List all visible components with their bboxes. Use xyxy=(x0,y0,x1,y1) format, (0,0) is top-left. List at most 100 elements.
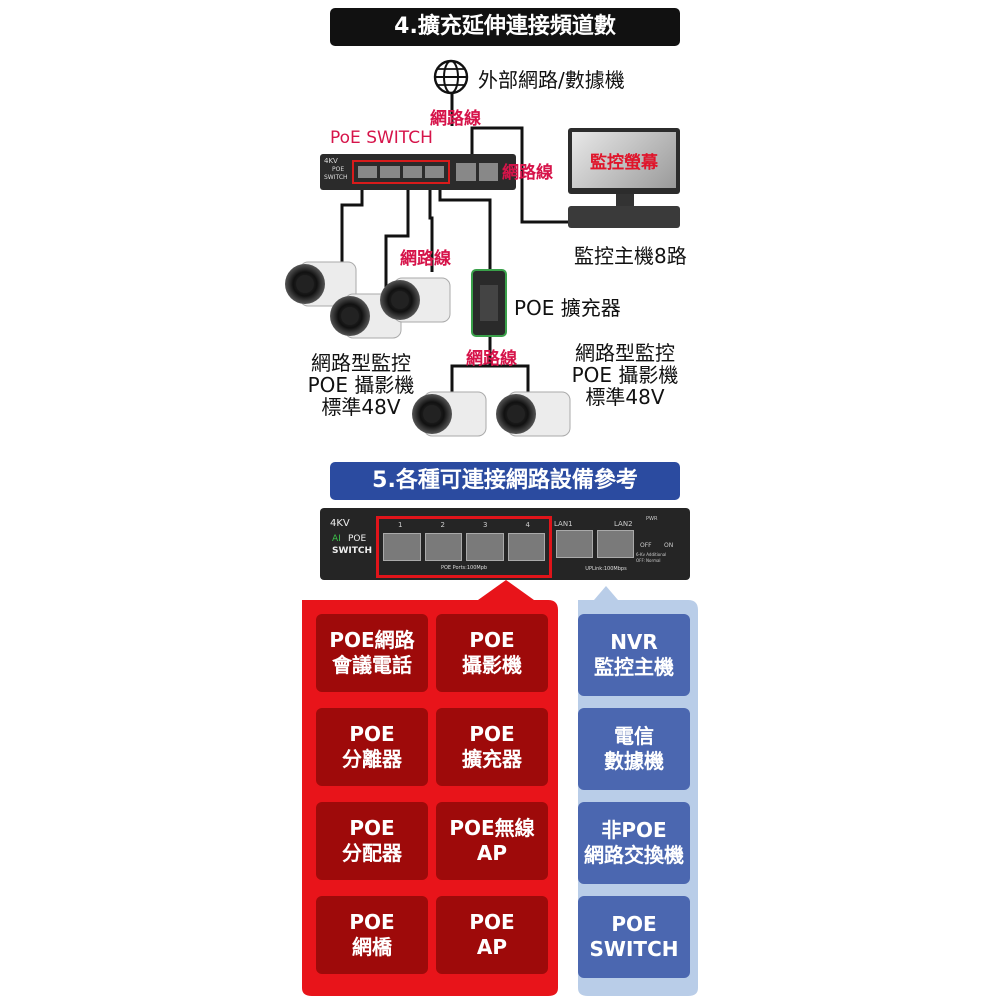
tile-line: POE xyxy=(349,816,395,840)
monitor-screen-text: 監控螢幕 xyxy=(590,152,658,173)
switch-big-note1: 6-Kv Additional xyxy=(636,552,667,557)
cam-right-line2: POE 攝影機 xyxy=(571,363,679,387)
switch-big-switch: SWITCH xyxy=(332,546,373,556)
nvr-box-icon xyxy=(568,206,680,228)
camera-icon xyxy=(330,293,402,339)
cam-left-line2: POE 攝影機 xyxy=(307,373,415,397)
tile-line: NVR xyxy=(610,630,658,654)
poe-switch-big: 4KV AI POE SWITCH 1 2 3 4 POE Ports:100M… xyxy=(320,508,690,580)
tile-line: AP xyxy=(476,935,508,959)
tile-line: POE xyxy=(349,722,395,746)
cable-lines xyxy=(340,92,572,392)
cam-right-line1: 網路型監控 xyxy=(575,341,675,365)
tile-line: 攝影機 xyxy=(462,653,522,677)
tile-line: 數據機 xyxy=(604,749,664,773)
uplink-device-tile: 電信數據機 xyxy=(578,708,690,790)
camera-icon xyxy=(496,391,571,437)
extender-label: POE 擴充器 xyxy=(514,296,621,320)
cable-label-cameras: 網路線 xyxy=(400,249,451,269)
tile-line: POE網路 xyxy=(329,628,415,652)
poe-device-tile: POE網路會議電話 xyxy=(316,614,428,692)
ethernet-port xyxy=(424,533,462,561)
tile-line: 非POE xyxy=(601,818,667,842)
monitor-icon: 監控螢幕 xyxy=(568,128,680,194)
camera-icon xyxy=(380,277,451,323)
tile-line: 分離器 xyxy=(342,747,402,771)
nvr-label: 監控主機8路 xyxy=(574,244,687,268)
switch-small-switch: SWITCH xyxy=(324,174,348,181)
switch-small-poe-ports xyxy=(352,160,450,184)
port-number: 2 xyxy=(440,521,445,529)
port xyxy=(456,163,476,181)
monitor-screen: 監控螢幕 xyxy=(572,132,676,188)
switch-big-poe-caption: POE Ports:100Mpb xyxy=(440,565,488,571)
switch-big-poe-port-block: 1 2 3 4 POE Ports:100Mpb xyxy=(376,516,552,578)
switch-big-uplink-caption: UPLink:100Mbps xyxy=(585,566,627,572)
cam-right-line3: 標準48V xyxy=(585,385,665,409)
poe-extender-icon xyxy=(471,269,507,337)
switch-big-brand: 4KV xyxy=(330,518,350,529)
section5-title: 5.各種可連接網路設備參考 xyxy=(330,462,680,500)
internet-label: 外部網路/數據機 xyxy=(478,68,625,92)
switch-big-off: OFF xyxy=(640,542,652,549)
cable-label-top: 網路線 xyxy=(430,109,481,129)
cam-left-line3: 標準48V xyxy=(321,395,401,419)
ethernet-port xyxy=(556,530,593,558)
switch-small-brand: 4KV xyxy=(324,157,338,165)
camera-group-right-label: 網路型監控 POE 攝影機 標準48V xyxy=(560,342,690,408)
switch-big-on: ON xyxy=(664,542,674,549)
switch-big-port-numbers: 1 2 3 4 xyxy=(379,521,549,529)
tile-line: POE xyxy=(469,722,515,746)
tile-line: POE xyxy=(469,910,515,934)
switch-big-pwr: PWR xyxy=(646,516,658,522)
tile-line: SWITCH xyxy=(589,937,679,961)
camera-icon xyxy=(412,391,487,437)
ethernet-port xyxy=(383,533,421,561)
camera-group-left-label: 網路型監控 POE 攝影機 標準48V xyxy=(296,352,426,418)
tile-line: POE無線 xyxy=(449,816,535,840)
tile-line: POE xyxy=(611,912,657,936)
port xyxy=(358,166,378,178)
port-number: 3 xyxy=(483,521,488,529)
ethernet-port xyxy=(466,533,504,561)
port xyxy=(380,166,400,178)
monitor-stand xyxy=(616,194,634,206)
cam-left-line1: 網路型監控 xyxy=(311,351,411,375)
cable-label-extender: 網路線 xyxy=(466,349,517,369)
switch-big-poe: POE xyxy=(348,534,367,544)
port-number: 1 xyxy=(398,521,403,529)
switch-big-lan1: LAN1 xyxy=(554,520,573,528)
tile-line: POE xyxy=(349,910,395,934)
camera-icon xyxy=(285,261,357,307)
port xyxy=(424,166,444,178)
tile-line: 監控主機 xyxy=(594,655,674,679)
switch-small-lan-ports xyxy=(456,163,498,181)
poe-switch-small: 4KV POE SWITCH xyxy=(320,154,516,190)
ethernet-port xyxy=(507,533,545,561)
port xyxy=(402,166,422,178)
tile-line: 電信 xyxy=(614,724,654,748)
ethernet-port xyxy=(597,530,634,558)
port xyxy=(478,163,498,181)
tile-line: 會議電話 xyxy=(332,653,412,677)
tile-line: 分配器 xyxy=(342,841,402,865)
switch-big-ai: AI xyxy=(332,534,341,544)
tile-line: POE xyxy=(469,628,515,652)
tile-line: AP xyxy=(476,841,508,865)
section4-title: 4.擴充延伸連接頻道數 xyxy=(330,8,680,46)
poe-switch-label: PoE SWITCH xyxy=(330,128,433,148)
port-number: 4 xyxy=(525,521,530,529)
switch-big-poe-ports xyxy=(383,533,545,561)
cameras xyxy=(285,261,571,437)
tile-line: 擴充器 xyxy=(462,747,522,771)
